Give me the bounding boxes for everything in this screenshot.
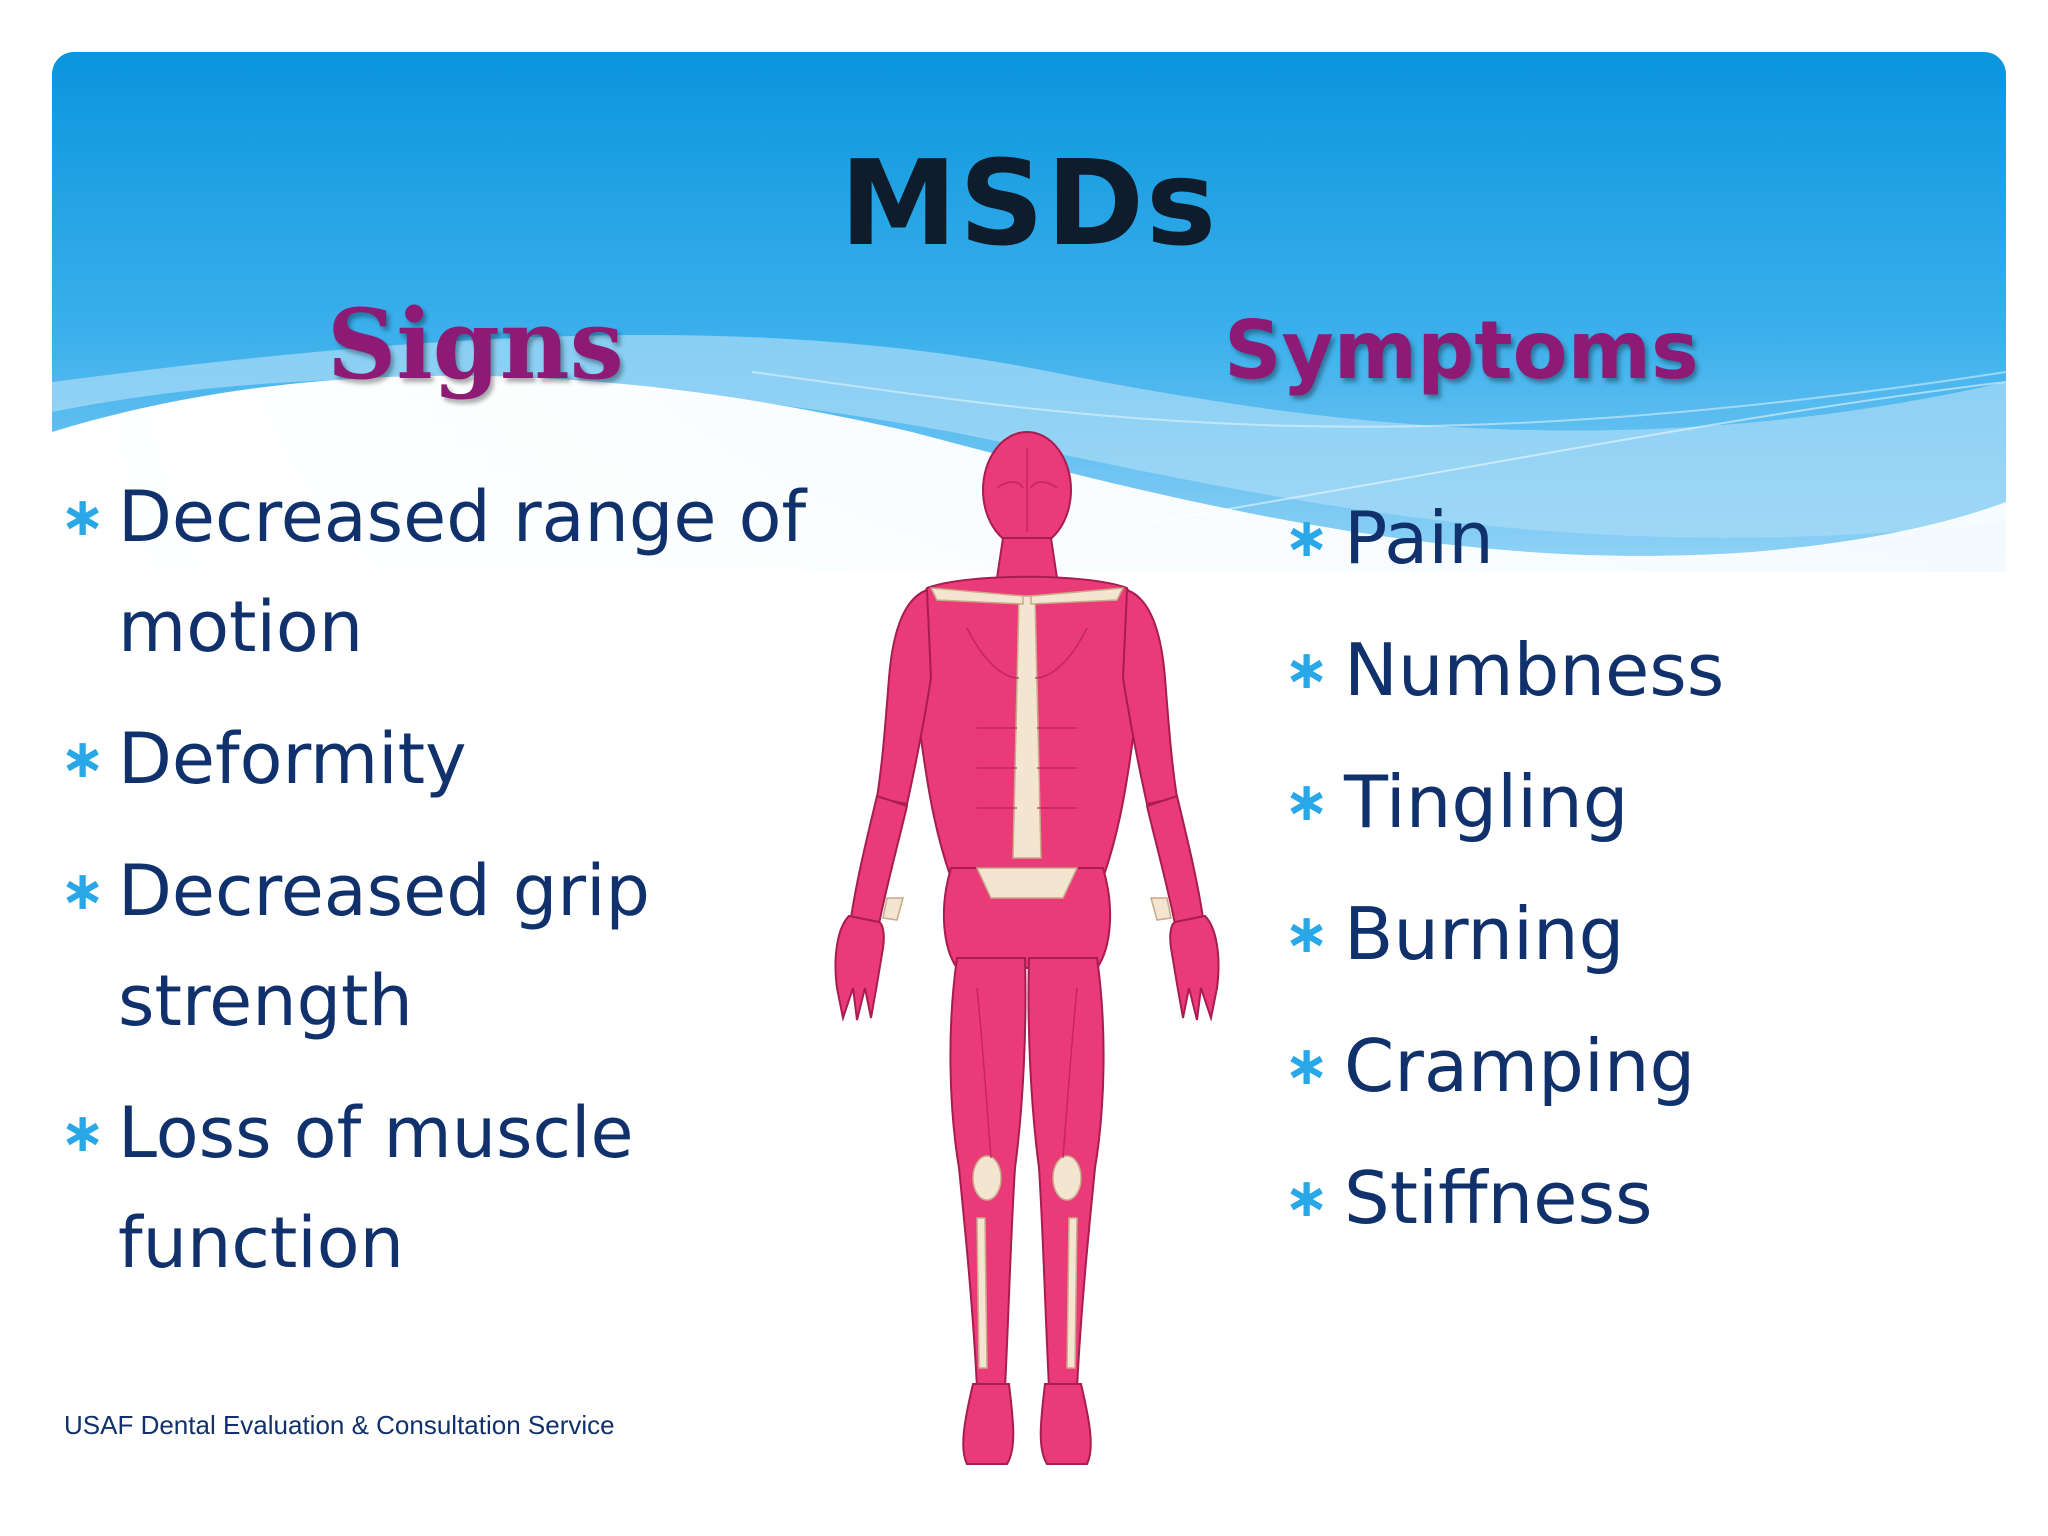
list-item: ∗ Loss of muscle function — [52, 1078, 912, 1298]
slide-title: MSDs — [839, 134, 1219, 272]
asterisk-bullet-icon: ∗ — [60, 727, 106, 790]
asterisk-bullet-icon: ∗ — [1284, 1034, 1330, 1097]
asterisk-bullet-icon: ∗ — [60, 859, 106, 922]
list-item: ∗ Decreased range of motion — [52, 462, 912, 682]
asterisk-bullet-icon: ∗ — [1284, 770, 1330, 833]
list-item-text: Pain — [1344, 496, 1494, 580]
list-item: ∗ Pain — [1284, 472, 1984, 604]
list-item: ∗ Burning — [1284, 868, 1984, 1000]
footer-text: USAF Dental Evaluation & Consultation Se… — [64, 1410, 615, 1440]
list-item: ∗ Stiffness — [1284, 1132, 1984, 1264]
asterisk-bullet-icon: ∗ — [1284, 902, 1330, 965]
list-item: ∗ Tingling — [1284, 736, 1984, 868]
list-item-text: Decreased grip strength — [118, 850, 650, 1042]
asterisk-bullet-icon: ∗ — [60, 1101, 106, 1164]
signs-heading: Signs — [327, 288, 624, 401]
list-item: ∗ Numbness — [1284, 604, 1984, 736]
list-item: ∗ Decreased grip strength — [52, 836, 912, 1056]
list-item-text: Loss of muscle function — [118, 1092, 634, 1284]
asterisk-bullet-icon: ∗ — [60, 485, 106, 548]
list-item-text: Decreased range of motion — [118, 476, 807, 668]
asterisk-bullet-icon: ∗ — [1284, 1166, 1330, 1229]
list-item-text: Burning — [1344, 892, 1625, 976]
symptoms-list: ∗ Pain ∗ Numbness ∗ Tingling ∗ Burning ∗… — [1284, 472, 1984, 1264]
list-item-text: Deformity — [118, 718, 467, 800]
human-muscle-anatomy-figure — [834, 431, 1220, 1465]
asterisk-bullet-icon: ∗ — [1284, 506, 1330, 569]
list-item: ∗ Deformity — [52, 704, 912, 814]
list-item: ∗ Cramping — [1284, 1000, 1984, 1132]
slide: MSDs Signs Symptoms ∗ Decreased range of… — [52, 52, 2006, 1492]
signs-list: ∗ Decreased range of motion ∗ Deformity … — [52, 462, 912, 1320]
list-item-text: Cramping — [1344, 1024, 1696, 1108]
symptoms-heading: Symptoms — [1224, 304, 1699, 397]
list-item-text: Stiffness — [1344, 1156, 1653, 1240]
list-item-text: Tingling — [1344, 760, 1629, 844]
asterisk-bullet-icon: ∗ — [1284, 638, 1330, 701]
list-item-text: Numbness — [1344, 628, 1725, 712]
